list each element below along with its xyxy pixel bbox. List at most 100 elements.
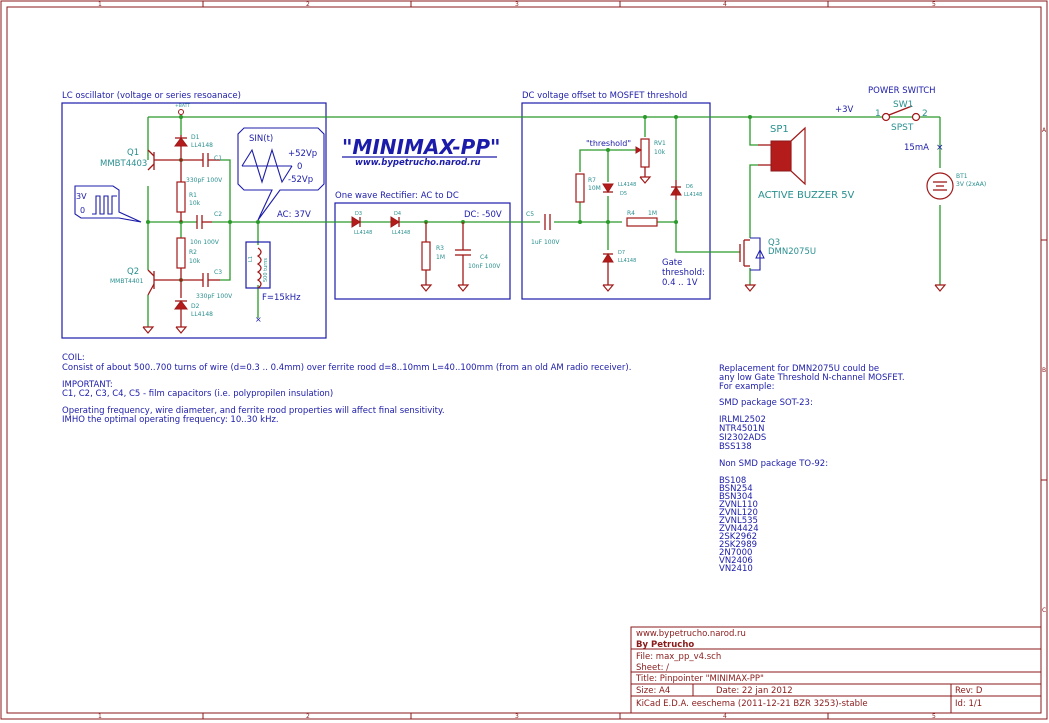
- col-label: 2: [306, 713, 310, 720]
- c2-value: 10n 100V: [190, 239, 220, 246]
- sw1-ref: SW1: [893, 100, 913, 110]
- mosfet-q3: [739, 237, 765, 271]
- frequency-label: F=15kHz: [262, 293, 301, 303]
- r7-value: 10M: [588, 185, 601, 192]
- oscillator-block: [61, 102, 327, 339]
- sp1-ref: SP1: [770, 124, 789, 135]
- diode-d7: [602, 253, 614, 285]
- bt1-ref: BT1: [956, 173, 968, 180]
- important-text: C1, C2, C3, C4, C5 - film capacitors (i.…: [62, 389, 333, 399]
- offset-block: [521, 102, 711, 300]
- wiper-arrow-icon: [635, 146, 642, 154]
- smd-part: NTR4501N: [719, 424, 764, 434]
- transistor-q2: [147, 269, 181, 296]
- tht-part: ZVN4424: [719, 524, 759, 534]
- resistor-r2: [176, 237, 186, 269]
- current-label: 15mA: [904, 143, 929, 153]
- measure-point-icon: ×: [936, 143, 944, 153]
- replacement-notes: Replacement for DMN2075U could be any lo…: [719, 364, 905, 574]
- d4-ref: D4: [394, 211, 401, 217]
- resistor-r4: [626, 217, 658, 227]
- sine-neg-label: -52Vp: [288, 175, 313, 185]
- diode-d3: [351, 216, 361, 228]
- row-label: B: [1042, 367, 1046, 374]
- switch-contact-1[interactable]: [881, 112, 891, 122]
- tht-part: BSN304: [719, 492, 753, 502]
- oscillator-title: LC oscillator (voltage or series resoana…: [62, 91, 241, 101]
- coil-text: Consist of about 500..700 turns of wire …: [62, 363, 631, 373]
- resistor-r7: [575, 173, 585, 203]
- top-column-ticks: [202, 1, 1047, 719]
- c1-ref: C1: [214, 155, 222, 162]
- switch-contact-2[interactable]: [911, 112, 921, 122]
- smd-part: BSS138: [719, 442, 752, 452]
- c2-ref: C2: [214, 211, 222, 218]
- q2-ref: Q2: [127, 267, 139, 277]
- diode-d1: [174, 135, 188, 160]
- c5-ref: C5: [526, 211, 534, 218]
- tb-tool: KiCad E.D.A. eeschema (2011-12-21 BZR 32…: [636, 699, 868, 709]
- c4-ref: C4: [480, 254, 488, 261]
- tht-part: ZVNL110: [719, 500, 758, 510]
- smd-part: IRLML2502: [719, 415, 766, 425]
- col-label: 3: [515, 713, 519, 720]
- r2-ref: R2: [189, 249, 197, 256]
- diode-d5: [602, 183, 614, 193]
- switch-lever[interactable]: [888, 105, 913, 116]
- sw1-pin2: 2: [922, 109, 928, 119]
- tb-rev: Rev: D: [955, 686, 983, 696]
- tb-author: By Petrucho: [636, 640, 694, 650]
- c4-value: 10nF 100V: [468, 263, 501, 270]
- r3-value: 1M: [436, 254, 445, 261]
- col-label: 4: [723, 713, 727, 720]
- tb-date: Date: 22 jan 2012: [716, 686, 793, 696]
- capacitor-c3: [181, 273, 220, 287]
- sw1-value: SPST: [891, 123, 914, 133]
- tb-file: File: max_pp_v4.sch: [636, 652, 721, 662]
- tht-part: ZVNL120: [719, 508, 758, 518]
- bt1-value: 3V (2xAA): [956, 181, 986, 188]
- rv1-ref: RV1: [654, 140, 666, 147]
- r3-ref: R3: [436, 245, 444, 252]
- d6-ref: D6: [686, 184, 693, 190]
- l1-value: 500 turns: [263, 258, 269, 282]
- d6-value: LL4148: [684, 192, 702, 198]
- r2-value: 10k: [189, 258, 201, 265]
- row-label: A: [1042, 127, 1047, 134]
- threshold-net-label: "threshold": [586, 139, 631, 148]
- tb-sheet: Sheet: /: [636, 663, 669, 673]
- freq-note-line1: Operating frequency, wire diameter, and …: [62, 406, 445, 416]
- important-title: IMPORTANT:: [62, 380, 113, 390]
- q2-value: MMBT4401: [110, 278, 144, 285]
- d1-value: LL4148: [191, 142, 213, 149]
- d2-ref: D2: [191, 303, 200, 310]
- gate-threshold-line3: 0.4 .. 1V: [662, 278, 698, 288]
- d1-ref: D1: [191, 134, 200, 141]
- power-switch-title: POWER SWITCH: [868, 86, 936, 96]
- diode-d6: [670, 180, 682, 200]
- square-wave-callout: [74, 185, 142, 223]
- potentiometer-rv1: [640, 138, 650, 168]
- offset-title: DC voltage offset to MOSFET threshold: [522, 91, 687, 101]
- d5-value: LL4148: [618, 182, 636, 188]
- d7-ref: D7: [618, 250, 625, 256]
- d7-value: LL4148: [618, 258, 636, 264]
- tb-title: Title: Pinpointer "MINIMAX-PP": [635, 674, 764, 684]
- col-label: 1: [98, 713, 102, 720]
- sine-wave-callout: [237, 127, 325, 221]
- sw1-pin1: 1: [875, 109, 881, 119]
- tht-part: VN2406: [719, 556, 753, 566]
- capacitor-c5: [544, 214, 551, 230]
- replacement-intro-line: For example:: [719, 382, 774, 392]
- smd-title: SMD package SOT-23:: [719, 398, 813, 408]
- junctions: [146, 115, 752, 282]
- d4-value: LL4148: [392, 230, 410, 236]
- supply-net-label: +3V: [835, 105, 854, 115]
- capacitor-c1: [181, 153, 220, 167]
- l1-ref: L1: [248, 256, 254, 262]
- tht-part: ZVNL535: [719, 516, 758, 526]
- capacitor-c2: [196, 215, 212, 229]
- col-label: 4: [723, 1, 727, 8]
- row-label: C: [1042, 607, 1046, 614]
